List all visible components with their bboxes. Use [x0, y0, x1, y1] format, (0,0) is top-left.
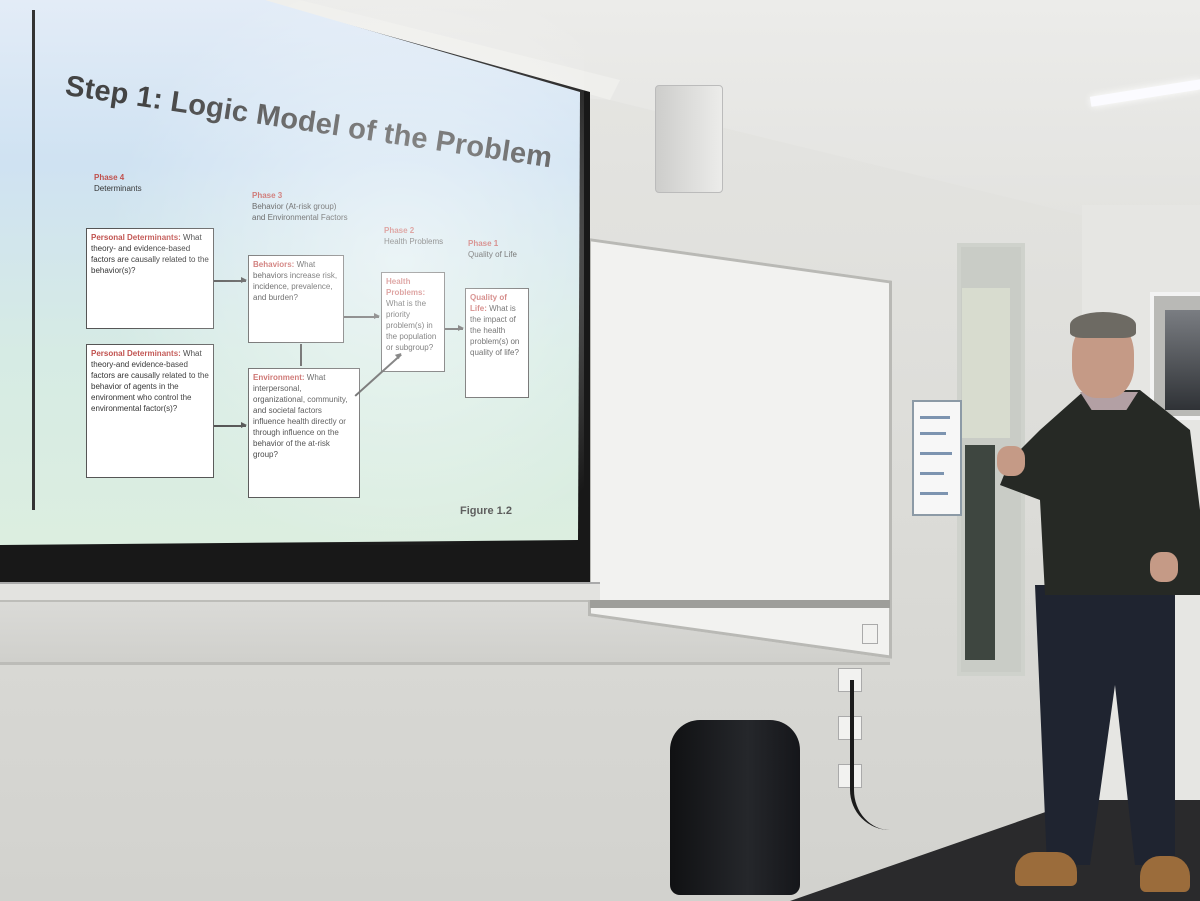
figure-label: Figure 1.2: [460, 505, 512, 517]
phase-4: Phase 4 Determinants: [94, 172, 142, 194]
wall-speaker: [655, 85, 723, 193]
box-quality-of-life: Quality of Life: What is the impact of t…: [465, 288, 529, 398]
box-text: What interpersonal, organizational, comm…: [253, 373, 348, 459]
box-heading: Environment:: [253, 373, 305, 382]
box-text: What is the priority problem(s) in the p…: [386, 299, 437, 352]
presenter-hand-with-clicker: [997, 446, 1025, 476]
phase-3-label: Phase 3: [252, 191, 283, 200]
window-glass: [962, 288, 1010, 438]
arrow-health-to-quality: [445, 325, 464, 331]
box-health-problems: Health Problems: What is the priority pr…: [381, 272, 445, 372]
phase-4-label: Phase 4: [94, 173, 125, 182]
arrow-personal-to-behaviors: [214, 277, 247, 283]
phase-1-name: Quality of Life: [468, 250, 517, 259]
phase-3: Phase 3 Behavior (At-risk group) and Env…: [252, 190, 352, 223]
presenter-hair: [1070, 312, 1136, 338]
slide-title: Step 1: Logic Model of the Problem: [63, 70, 555, 175]
window-lower-pane: [965, 445, 995, 660]
phase-4-name: Determinants: [94, 184, 142, 193]
slide-divider: [32, 10, 35, 510]
box-personal-determinants-1: Personal Determinants: What theory- and …: [86, 228, 214, 329]
power-cable: [850, 680, 914, 830]
box-text: What theory-and evidence-based factors a…: [91, 349, 209, 413]
presenter-hand: [1150, 552, 1178, 582]
box-personal-determinants-2: Personal Determinants: What theory-and e…: [86, 344, 214, 478]
wall-picture: [1165, 310, 1200, 410]
arrow-behaviors-environment: [300, 344, 302, 366]
phase-2-label: Phase 2: [384, 226, 415, 235]
arrow-personal-to-environment: [214, 422, 247, 428]
whiteboard: [588, 238, 892, 659]
arrow-environment-to-health: [354, 353, 402, 397]
box-heading: Health Problems:: [386, 277, 426, 297]
arrow-behaviors-to-health: [344, 313, 380, 319]
box-heading: Personal Determinants:: [91, 233, 181, 242]
box-heading: Behaviors:: [253, 260, 295, 269]
presentation-slide: Step 1: Logic Model of the Problem Phase…: [0, 0, 580, 545]
presenter-left-shoe: [1015, 852, 1077, 886]
phase-2-name: Health Problems: [384, 237, 444, 246]
whiteboard-tray: [590, 600, 890, 608]
phase-1: Phase 1 Quality of Life: [468, 238, 517, 260]
box-heading: Personal Determinants:: [91, 349, 181, 358]
wall-notice: [912, 400, 962, 516]
phase-3-name: Behavior (At-risk group) and Environment…: [252, 202, 348, 222]
presenter-right-shoe: [1140, 856, 1190, 892]
box-behaviors: Behaviors: What behaviors increase risk,…: [248, 255, 344, 343]
box-environment: Environment: What interpersonal, organiz…: [248, 368, 360, 498]
backpack: [670, 720, 800, 895]
screen-bottom-bar: [0, 582, 600, 600]
phase-2: Phase 2 Health Problems: [384, 225, 443, 247]
phase-1-label: Phase 1: [468, 239, 499, 248]
